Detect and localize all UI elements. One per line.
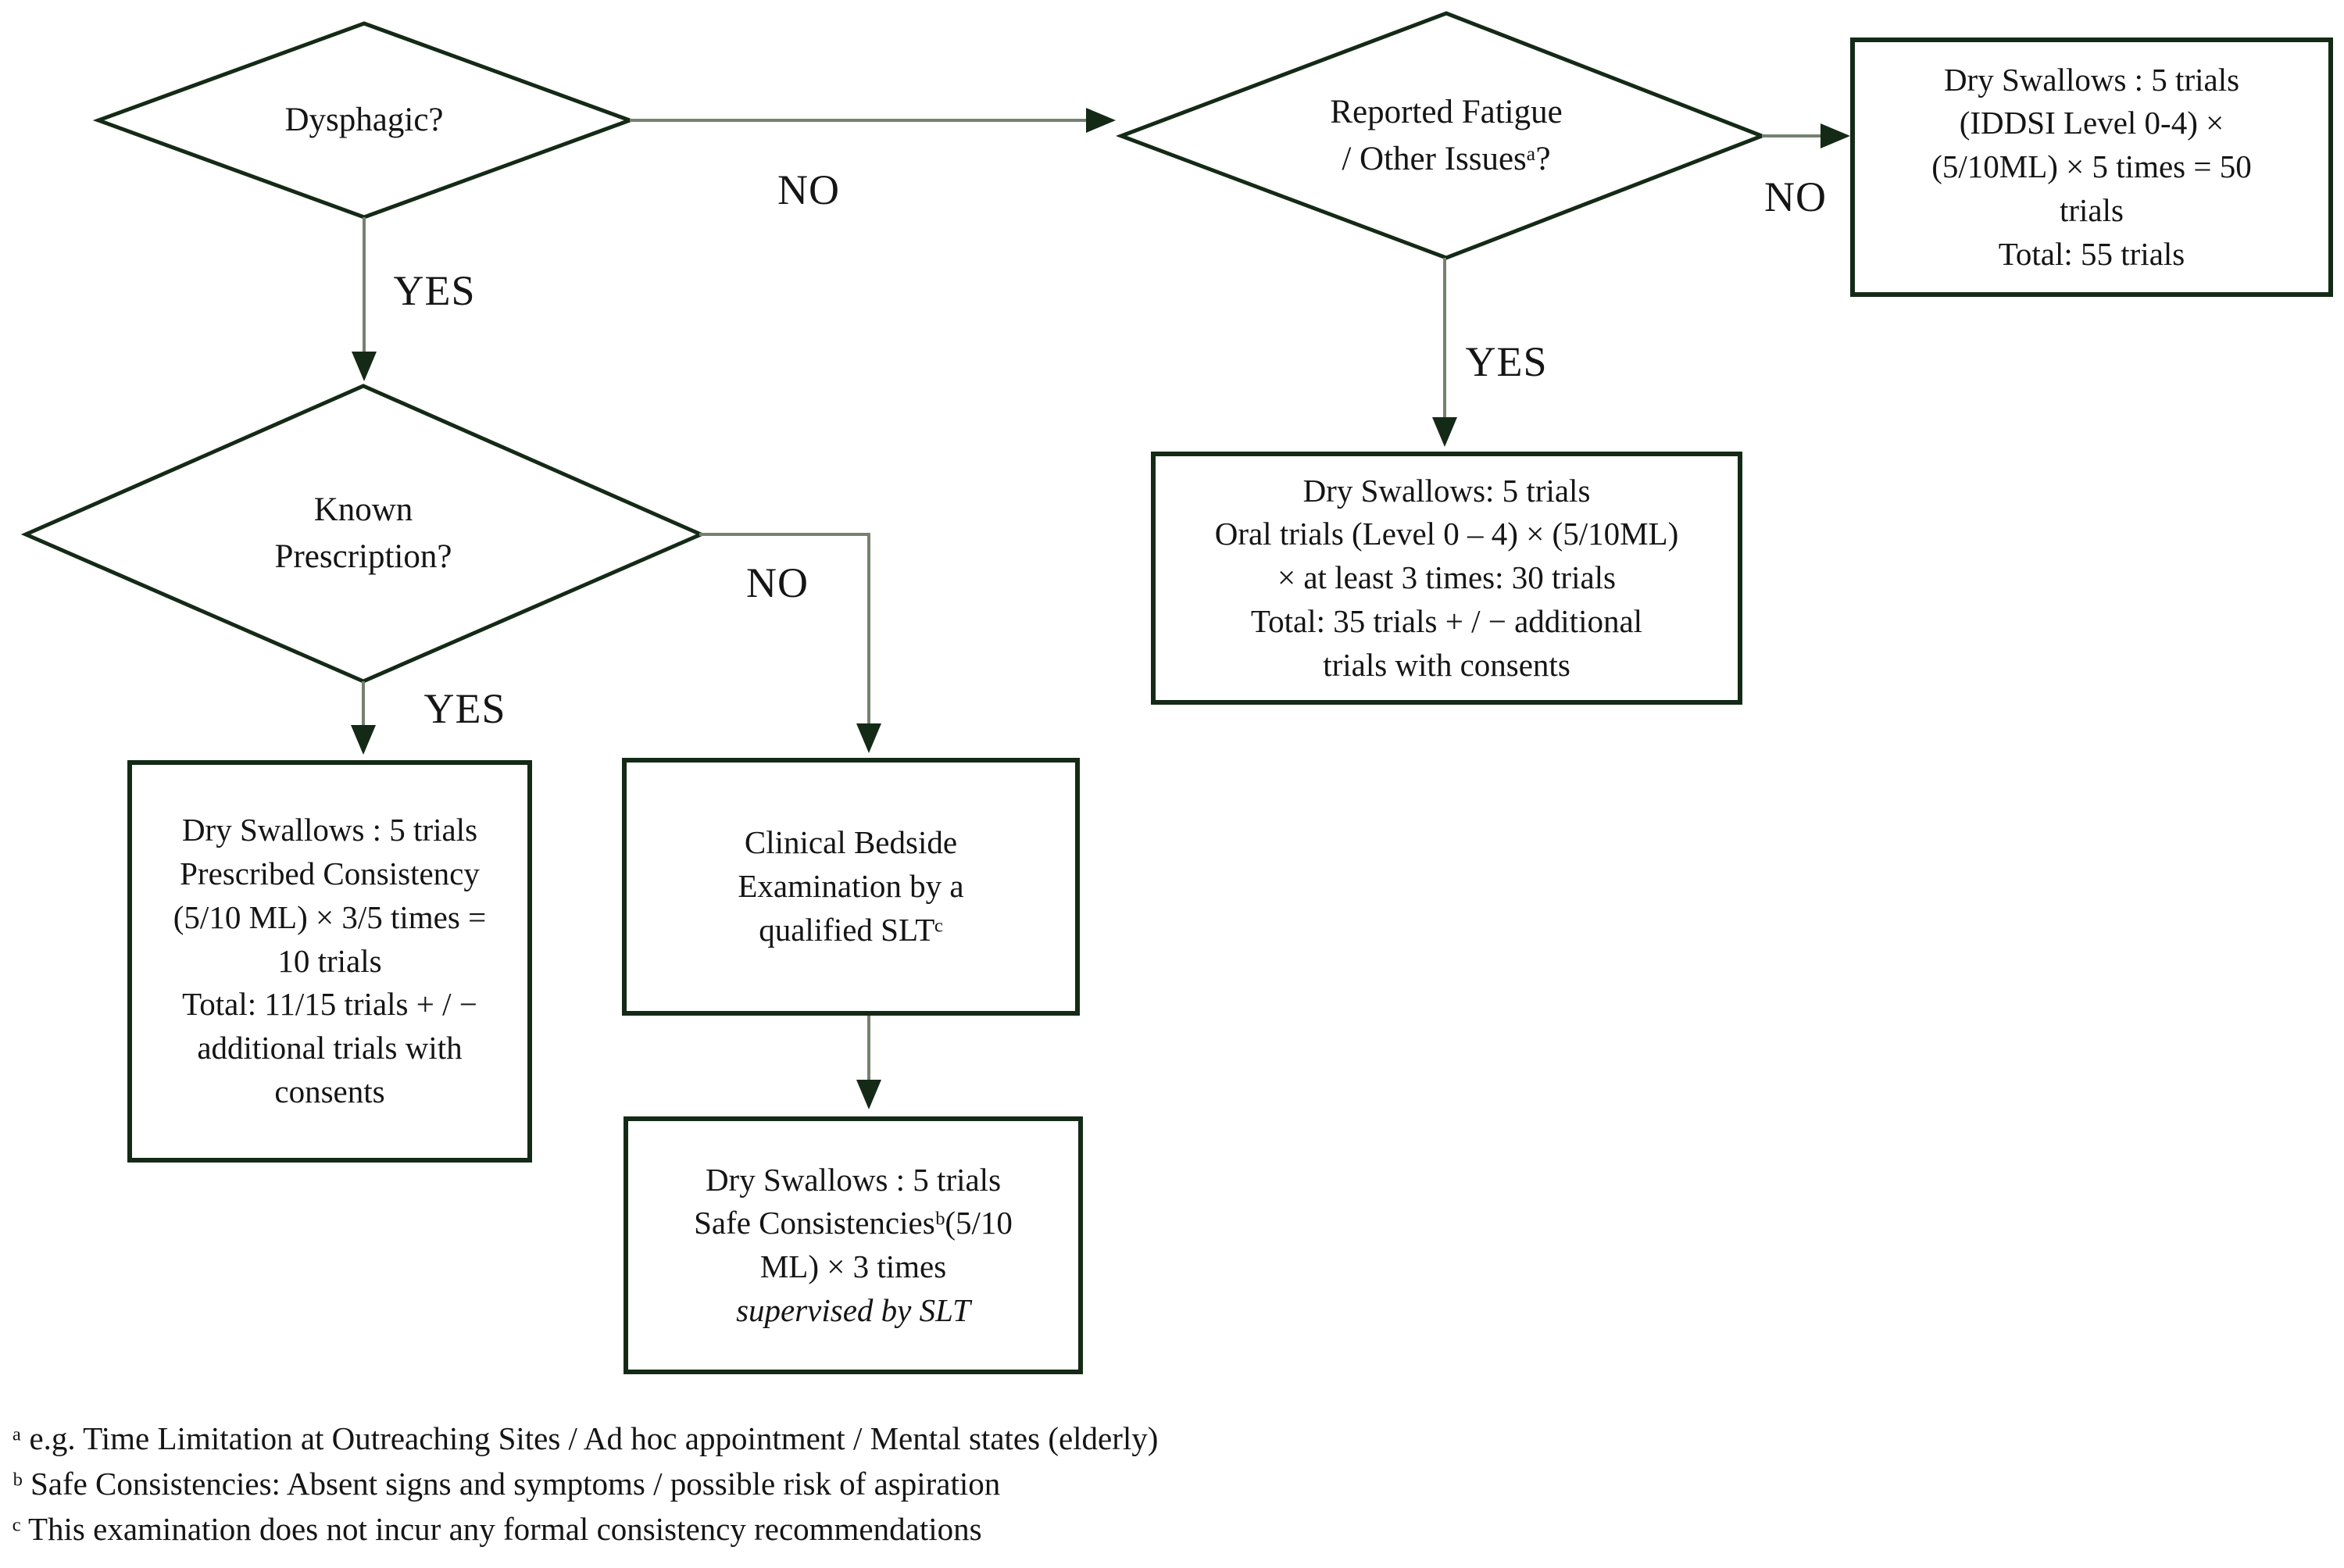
decision-dysphagic-label: Dysphagic? xyxy=(284,101,444,138)
box-prescribed-consistency-trials: Dry Swallows : 5 trials Prescribed Consi… xyxy=(127,760,532,1163)
edge-label-fatigue-yes: YES xyxy=(1465,338,1548,385)
footnotes: ᵃ e.g. Time Limitation at Outreaching Si… xyxy=(13,1420,1159,1548)
connector-prescription-no xyxy=(699,533,881,753)
box-fatigue-reduced-trials: Dry Swallows: 5 trials Oral trials (Leve… xyxy=(1151,452,1742,705)
edge-label-prescription-no: NO xyxy=(746,559,809,606)
box-clinical-bedside-exam: Clinical Bedside Examination by a qualif… xyxy=(622,758,1080,1016)
decision-known-prescription-label: Known Prescription? xyxy=(274,491,452,575)
box-safe-consistencies-trials: Dry Swallows : 5 trials Safe Consistenci… xyxy=(624,1116,1083,1374)
edge-label-fatigue-no: NO xyxy=(1764,173,1827,220)
decision-reported-fatigue-label: Reported Fatigue / Other Issuesᵃ? xyxy=(1330,93,1563,177)
edge-label-prescription-yes: YES xyxy=(423,685,506,732)
box-safe-consistencies-main-lines: Dry Swallows : 5 trials Safe Consistenci… xyxy=(694,1161,1013,1285)
box-iddsi-full-trials: Dry Swallows : 5 trials (IDDSI Level 0-4… xyxy=(1850,38,2333,297)
box-safe-consistencies-italic-line: supervised by SLT xyxy=(736,1291,970,1328)
edge-label-dysphagic-no: NO xyxy=(777,166,840,213)
edge-label-dysphagic-yes: YES xyxy=(393,267,476,314)
